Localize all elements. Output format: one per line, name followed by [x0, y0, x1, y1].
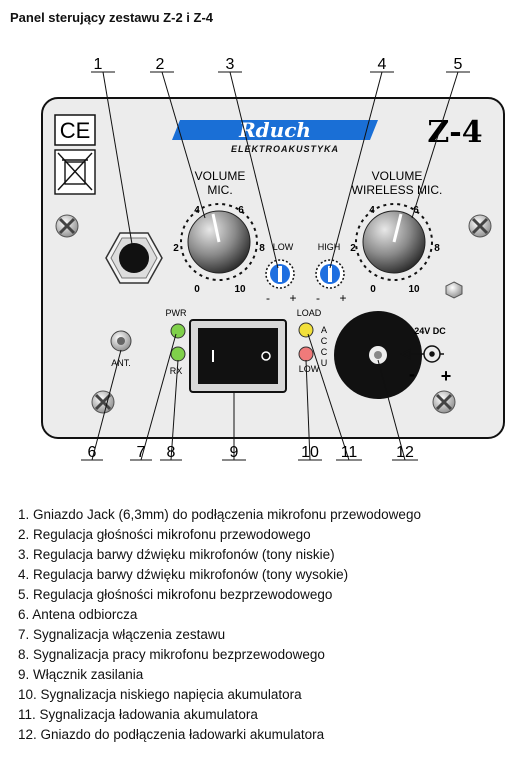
model-label: Z-4 [427, 115, 482, 150]
minus-label: - [266, 291, 270, 305]
legend-item: 11. Sygnalizacja ładowania akumulatora [18, 707, 258, 722]
weee-bin-icon [54, 149, 96, 195]
dc-polarity-icon [400, 345, 444, 363]
tick-label: 2 [173, 243, 179, 254]
tick-label: 2 [350, 243, 356, 254]
accu-letter: A [321, 325, 327, 335]
tick-label: 0 [370, 284, 376, 295]
dc-socket-icon [334, 311, 422, 399]
legend-item: 8. Sygnalizacja pracy mikrofonu bezprzew… [18, 647, 325, 662]
tick-label: 0 [194, 284, 200, 295]
volume-mic-label: VOLUME [195, 169, 246, 183]
antenna-socket-icon [110, 330, 132, 352]
tick-label: 4 [369, 205, 375, 216]
ant-label: ANT. [111, 358, 131, 368]
legend-list: 1. Gniazdo Jack (6,3mm) do podłączenia m… [18, 505, 421, 745]
callout-number: 9 [230, 444, 239, 461]
legend-item: 9. Włącznik zasilania [18, 667, 144, 682]
legend-item: 3. Regulacja barwy dźwięku mikrofonów (t… [18, 547, 335, 562]
callout-number: 10 [301, 444, 319, 461]
callout-number: 8 [167, 444, 176, 461]
treble-trimmer-knob [315, 259, 345, 289]
ce-mark-icon: CE [54, 114, 96, 146]
plus-label: + [339, 291, 346, 305]
low-label: LOW [273, 242, 294, 252]
tick-label: 6 [413, 205, 419, 216]
volume-wireless-label-2: WIRELESS MIC. [352, 183, 443, 197]
tick-label: 8 [259, 243, 265, 254]
ce-label: CE [60, 118, 91, 143]
tick-label: 4 [194, 205, 200, 216]
accu-letter: C [321, 347, 328, 357]
high-label: HIGH [318, 242, 341, 252]
screw-icon [91, 390, 115, 414]
page-title: Panel sterujący zestawu Z-2 i Z-4 [10, 10, 214, 25]
callout-number: 7 [137, 444, 146, 461]
volume-wireless-knob [355, 203, 433, 281]
legend-item: 7. Sygnalizacja włączenia zestawu [18, 627, 226, 642]
screw-icon [55, 214, 79, 238]
control-panel-diagram: CE Rduch ELEKTROAKUSTYKA Z-4 VOLUME MIC.… [41, 56, 505, 461]
brand-subtitle: ELEKTROAKUSTYKA [231, 144, 339, 154]
rx-label: RX [170, 366, 183, 376]
low-batt-led-icon [298, 346, 314, 362]
legend-item: 1. Gniazdo Jack (6,3mm) do podłączenia m… [18, 507, 421, 522]
callout-number: 2 [156, 56, 165, 73]
callout-number: 4 [378, 56, 387, 73]
load-label: LOAD [297, 308, 322, 318]
legend-item: 12. Gniazdo do podłączenia ładowarki aku… [18, 727, 325, 742]
low-batt-label: LOW [299, 364, 320, 374]
legend-item: 5. Regulacja głośności mikrofonu bezprze… [18, 587, 333, 602]
jack-socket-icon [105, 232, 163, 284]
tick-label: 8 [434, 243, 440, 254]
callout-number: 1 [94, 56, 103, 73]
volume-wireless-label: VOLUME [372, 169, 423, 183]
pwr-led-icon [170, 323, 186, 339]
legend-item: 4. Regulacja barwy dźwięku mikrofonów (t… [18, 567, 349, 582]
legend-item: 10. Sygnalizacja niskiego napięcia akumu… [18, 687, 302, 702]
tick-label: 10 [408, 284, 420, 295]
tick-label: 6 [238, 205, 244, 216]
legend-item: 2. Regulacja głośności mikrofonu przewod… [18, 527, 311, 542]
minus-label: - [316, 291, 320, 305]
bass-trimmer-knob [265, 259, 295, 289]
accu-letter: U [321, 358, 328, 368]
callout-lines-top [91, 71, 470, 269]
brand-logo-text: Rduch [238, 118, 311, 142]
callout-number: 5 [454, 56, 463, 73]
hex-screw-icon [445, 281, 463, 299]
callout-lines-bottom [81, 333, 418, 461]
dc-label: 24V DC [414, 326, 446, 336]
screw-icon [468, 214, 492, 238]
callout-number: 12 [396, 444, 414, 461]
legend-item: 6. Antena odbiorcza [18, 607, 138, 622]
callout-number: 11 [341, 444, 358, 461]
callout-number: 3 [226, 56, 235, 73]
pwr-label: PWR [166, 308, 187, 318]
dc-plus-label: + [441, 366, 452, 386]
load-led-icon [298, 322, 314, 338]
screw-icon [432, 390, 456, 414]
volume-mic-label-2: MIC. [207, 183, 232, 197]
rx-led-icon [170, 346, 186, 362]
callout-number: 6 [88, 444, 97, 461]
dc-minus-label: - [409, 364, 415, 384]
accu-letter: C [321, 336, 328, 346]
tick-label: 10 [234, 284, 246, 295]
brand-logo: Rduch ELEKTROAKUSTYKA [172, 118, 378, 154]
volume-mic-knob [180, 203, 258, 281]
power-switch [189, 319, 287, 393]
plus-label: + [289, 291, 296, 305]
